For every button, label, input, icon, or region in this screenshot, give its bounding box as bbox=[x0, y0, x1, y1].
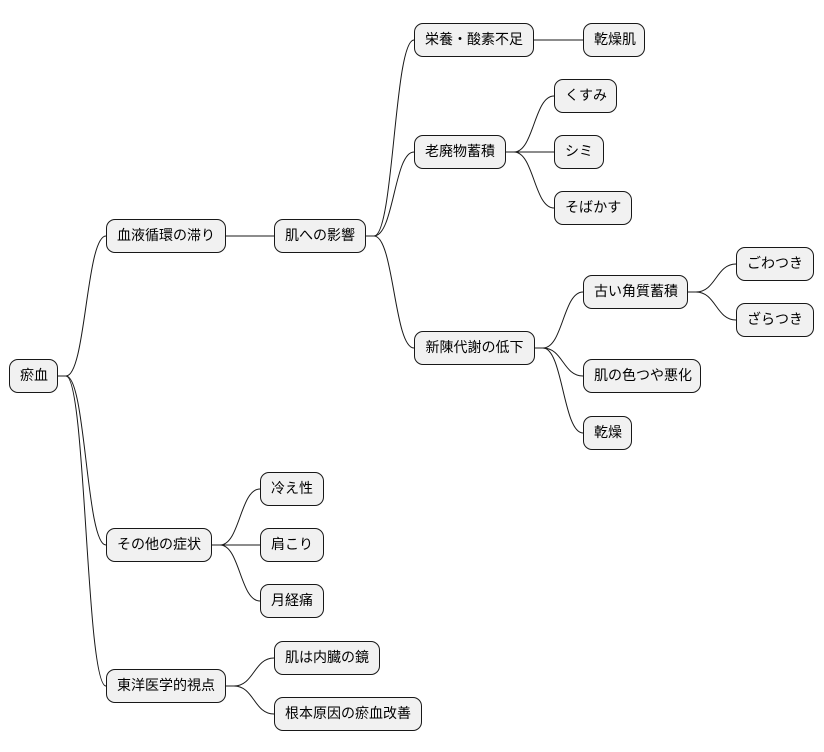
edge-skin-metabolism bbox=[366, 235, 415, 349]
edge-waste-dullness bbox=[506, 95, 555, 153]
edge-root-circulation bbox=[58, 235, 107, 377]
edge-other-menstrual bbox=[212, 544, 261, 602]
edge-metabolism-dryness bbox=[535, 347, 584, 434]
edge-waste-freckles bbox=[506, 151, 555, 209]
node-dryness[interactable]: 乾燥 bbox=[583, 416, 632, 450]
edge-root-eastern bbox=[58, 375, 107, 687]
node-circulation[interactable]: 血液循環の滞り bbox=[106, 219, 226, 253]
node-rough[interactable]: ざらつき bbox=[736, 303, 814, 337]
edge-eastern-rootcause bbox=[226, 685, 275, 715]
node-metabolism[interactable]: 新陳代謝の低下 bbox=[414, 331, 535, 365]
node-root-cause[interactable]: 根本原因の瘀血改善 bbox=[274, 697, 422, 731]
node-spots[interactable]: シミ bbox=[554, 135, 604, 169]
edge-other-cold bbox=[212, 488, 261, 546]
node-eastern[interactable]: 東洋医学的視点 bbox=[106, 669, 226, 703]
node-old-keratin[interactable]: 古い角質蓄積 bbox=[583, 275, 688, 309]
node-nutrition[interactable]: 栄養・酸素不足 bbox=[414, 23, 534, 57]
edge-eastern-mirror bbox=[226, 657, 275, 687]
node-other-symptoms[interactable]: その他の症状 bbox=[106, 528, 212, 562]
edge-keratin-rough bbox=[688, 291, 737, 321]
edge-skin-waste bbox=[366, 151, 415, 237]
edge-keratin-stiff bbox=[688, 263, 737, 293]
node-waste[interactable]: 老廃物蓄積 bbox=[414, 135, 506, 169]
node-dullness[interactable]: くすみ bbox=[554, 79, 617, 113]
node-dry-skin[interactable]: 乾燥肌 bbox=[583, 23, 645, 57]
edge-root-other bbox=[58, 375, 107, 546]
node-shoulder[interactable]: 肩こり bbox=[260, 528, 324, 562]
node-root[interactable]: 瘀血 bbox=[9, 359, 58, 393]
edge-metabolism-keratin bbox=[535, 291, 584, 349]
node-freckles[interactable]: そばかす bbox=[554, 191, 632, 225]
edge-metabolism-complexion bbox=[535, 347, 584, 377]
node-mirror[interactable]: 肌は内臓の鏡 bbox=[274, 641, 380, 675]
node-cold[interactable]: 冷え性 bbox=[260, 472, 324, 506]
edge-skin-nutrition bbox=[366, 39, 415, 237]
node-stiff[interactable]: ごわつき bbox=[736, 247, 814, 281]
node-skin-effects[interactable]: 肌への影響 bbox=[274, 219, 366, 253]
node-menstrual[interactable]: 月経痛 bbox=[260, 584, 324, 618]
node-complexion[interactable]: 肌の色つや悪化 bbox=[583, 359, 701, 393]
